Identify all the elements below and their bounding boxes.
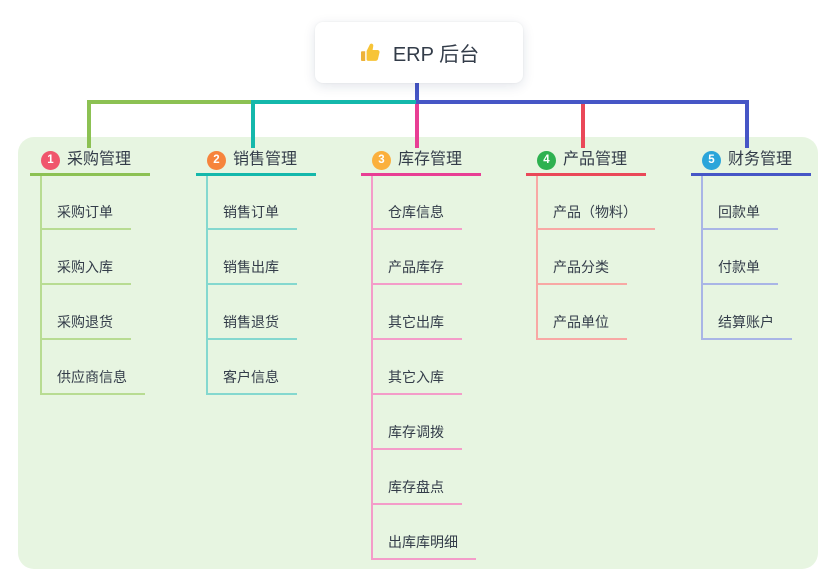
mindmap-child-node[interactable]: 客户信息	[206, 368, 297, 395]
thumbs-up-icon	[359, 41, 383, 65]
branch-inventory: 3 库存管理 仓库信息 产品库存 其它出库 其它入库 库存调拨 库存盘点 出库库…	[361, 137, 526, 569]
branch-header-purchasing[interactable]: 1 采购管理	[41, 147, 131, 173]
branch-purchasing: 1 采购管理 采购订单 采购入库 采购退货 供应商信息	[30, 137, 195, 569]
connector-drop-product	[581, 104, 585, 148]
mindmap-child-node[interactable]: 采购入库	[40, 258, 131, 285]
connector-bus-finance	[416, 100, 749, 104]
mindmap-child-node[interactable]: 销售订单	[206, 203, 297, 230]
mindmap-child-node[interactable]: 销售出库	[206, 258, 297, 285]
mindmap-child-node[interactable]: 采购订单	[40, 203, 131, 230]
mindmap-child-node[interactable]: 付款单	[701, 258, 778, 285]
mindmap-child-node[interactable]: 出库库明细	[371, 533, 476, 560]
mindmap-child-node[interactable]: 结算账户	[701, 313, 792, 340]
mindmap-child-node[interactable]: 其它出库	[371, 313, 462, 340]
branch-label: 库存管理	[398, 151, 463, 168]
root-node[interactable]: ERP 后台	[315, 22, 523, 83]
branch-label: 产品管理	[563, 151, 628, 168]
branch-header-sales[interactable]: 2 销售管理	[207, 147, 297, 173]
mindmap-child-node[interactable]: 库存盘点	[371, 478, 462, 505]
branch-tree-line	[40, 176, 42, 395]
mindmap-child-node[interactable]: 其它入库	[371, 368, 462, 395]
mindmap-child-node[interactable]: 回款单	[701, 203, 778, 230]
mindmap-child-node[interactable]: 销售退货	[206, 313, 297, 340]
branch-header-inventory[interactable]: 3 库存管理	[372, 147, 462, 173]
branch-tree-line	[371, 176, 373, 560]
mindmap-child-node[interactable]: 产品单位	[536, 313, 627, 340]
branch-number-badge: 2	[207, 150, 226, 170]
connector-drop-inventory	[415, 104, 419, 148]
connector-root-stem	[415, 82, 419, 102]
root-title: ERP 后台	[392, 44, 480, 66]
connector-bus-sales	[252, 100, 418, 104]
branch-number-badge: 5	[702, 150, 721, 170]
connector-drop-sales	[251, 100, 255, 148]
branch-underline	[196, 173, 316, 176]
connector-drop-purchasing	[87, 100, 91, 148]
connector-drop-finance	[745, 100, 749, 148]
branch-underline	[361, 173, 481, 176]
mindmap-background-panel	[18, 137, 818, 569]
mindmap-child-node[interactable]: 采购退货	[40, 313, 131, 340]
branch-tree-line	[206, 176, 208, 395]
mindmap-child-node[interactable]: 产品（物料）	[536, 203, 655, 230]
branch-sales: 2 销售管理 销售订单 销售出库 销售退货 客户信息	[196, 137, 361, 569]
mindmap-child-node[interactable]: 库存调拨	[371, 423, 462, 450]
branch-underline	[30, 173, 150, 176]
branch-tree-line	[701, 176, 703, 340]
branch-tree-line	[536, 176, 538, 340]
mindmap-child-node[interactable]: 仓库信息	[371, 203, 462, 230]
mindmap-child-node[interactable]: 产品分类	[536, 258, 627, 285]
branch-label: 采购管理	[67, 151, 132, 168]
branch-finance: 5 财务管理 回款单 付款单 结算账户	[691, 137, 839, 569]
connector-bus-purchasing	[87, 100, 254, 104]
branch-label: 财务管理	[728, 151, 793, 168]
mindmap-child-node[interactable]: 产品库存	[371, 258, 462, 285]
branch-product: 4 产品管理 产品（物料） 产品分类 产品单位	[526, 137, 691, 569]
branch-underline	[691, 173, 811, 176]
branch-number-badge: 1	[41, 150, 60, 170]
branch-label: 销售管理	[233, 151, 298, 168]
branch-number-badge: 4	[537, 150, 556, 170]
branch-header-finance[interactable]: 5 财务管理	[702, 147, 792, 173]
branch-number-badge: 3	[372, 150, 391, 170]
branch-underline	[526, 173, 646, 176]
mindmap-child-node[interactable]: 供应商信息	[40, 368, 145, 395]
branch-header-product[interactable]: 4 产品管理	[537, 147, 627, 173]
